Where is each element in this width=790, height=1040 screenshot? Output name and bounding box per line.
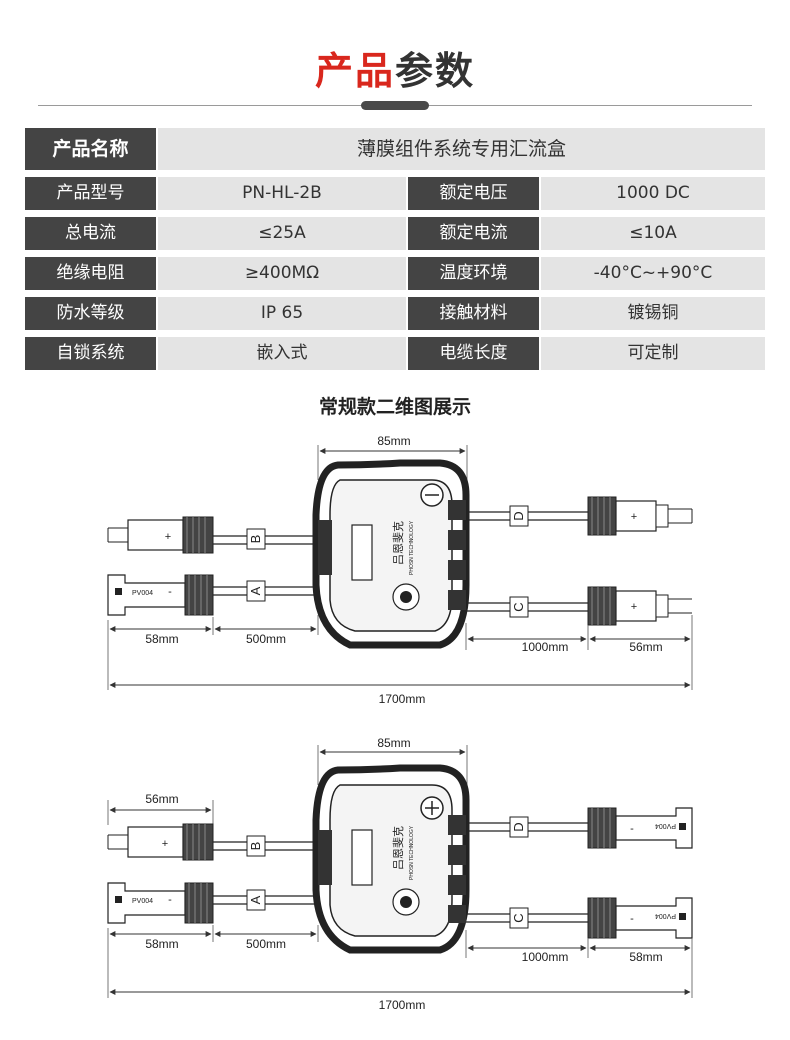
connector-right-bottom: PV004 - xyxy=(587,897,693,939)
connector-right-top: PV004 - xyxy=(587,807,693,849)
technical-drawing-minus: 85mm 吕恩斐克 PHOSN TECHNOLOGY B A D C xyxy=(107,434,693,706)
spec-label: 绝缘电阻 xyxy=(25,257,156,290)
dim-connector-right: 56mm xyxy=(629,640,662,654)
spec-label: 额定电压 xyxy=(408,177,539,210)
plus-mark: + xyxy=(631,511,637,523)
cable-label-c: C xyxy=(511,602,526,611)
spec-value: ≥400MΩ xyxy=(158,257,406,290)
minus-mark: - xyxy=(168,894,172,906)
dim-total: 1700mm xyxy=(379,692,426,706)
page-title-highlight: 产品 xyxy=(314,49,395,93)
dim-connector-left: 58mm xyxy=(145,632,178,646)
spec-row: 总电流 ≤25A 额定电流 ≤10A xyxy=(25,217,765,250)
title-divider-accent xyxy=(361,101,429,110)
logo-text: 吕恩斐克 xyxy=(392,521,405,565)
connector-mark: PV004 xyxy=(655,822,676,829)
cable-label-b: B xyxy=(248,535,263,544)
spec-value: PN-HL-2B xyxy=(158,177,406,210)
spec-value: 薄膜组件系统专用汇流盒 xyxy=(158,128,765,170)
connector-left-top: + xyxy=(107,823,214,861)
dim-cable-right: 1000mm xyxy=(522,640,569,654)
cable-label-c: C xyxy=(511,913,526,922)
spec-label: 电缆长度 xyxy=(408,337,539,370)
connector-left-bottom: PV004 - xyxy=(107,574,214,616)
logo-sub: PHOSN TECHNOLOGY xyxy=(409,520,415,575)
dim-connector-top-left: 56mm xyxy=(145,792,178,806)
box-outline xyxy=(312,459,470,649)
spec-value: ≤25A xyxy=(158,217,406,250)
spec-value: 镀锡铜 xyxy=(541,297,765,330)
spec-value: IP 65 xyxy=(158,297,406,330)
spec-label: 自锁系统 xyxy=(25,337,156,370)
spec-row: 防水等级 IP 65 接触材料 镀锡铜 xyxy=(25,297,765,330)
minus-mark: - xyxy=(630,823,634,835)
dim-cable-left: 500mm xyxy=(246,632,286,646)
dim-cable-left: 500mm xyxy=(246,937,286,951)
spec-label: 总电流 xyxy=(25,217,156,250)
plus-mark: + xyxy=(165,531,171,543)
page-title: 产品参数 xyxy=(0,40,790,95)
spec-value: ≤10A xyxy=(541,217,765,250)
cable-label-d: D xyxy=(511,822,526,831)
spec-value: 可定制 xyxy=(541,337,765,370)
spec-label: 产品型号 xyxy=(25,177,156,210)
connector-right-bottom: + xyxy=(587,586,692,626)
cable-label-a: A xyxy=(248,586,263,595)
minus-mark: - xyxy=(168,586,172,598)
connector-left-top: + xyxy=(107,516,214,554)
spec-value: -40°C~+90°C xyxy=(541,257,765,290)
dim-total: 1700mm xyxy=(379,998,426,1012)
connector-right-top: + xyxy=(587,496,693,536)
dim-connector-left: 58mm xyxy=(145,937,178,951)
dim-cable-right: 1000mm xyxy=(522,950,569,964)
spec-value: 嵌入式 xyxy=(158,337,406,370)
dim-box-width: 85mm xyxy=(377,434,410,448)
spec-row-product-name: 产品名称 薄膜组件系统专用汇流盒 xyxy=(25,128,765,170)
spec-row: 绝缘电阻 ≥400MΩ 温度环境 -40°C~+90°C xyxy=(25,257,765,290)
plus-mark: + xyxy=(162,838,168,850)
diagram-title: 常规款二维图展示 xyxy=(318,396,471,418)
spec-value: 1000 DC xyxy=(541,177,765,210)
connector-left-bottom: PV004 - xyxy=(107,882,214,924)
dim-box-width: 85mm xyxy=(377,736,410,750)
plus-mark: + xyxy=(631,601,637,613)
logo-sub: PHOSN TECHNOLOGY xyxy=(409,825,415,880)
cable-label-d: D xyxy=(511,511,526,520)
connector-mark: PV004 xyxy=(132,590,153,597)
logo-text: 吕恩斐克 xyxy=(392,826,405,870)
page-title-rest: 参数 xyxy=(395,49,476,93)
connector-mark: PV004 xyxy=(655,912,676,919)
dim-connector-right-bottom: 58mm xyxy=(629,950,662,964)
spec-label: 产品名称 xyxy=(25,128,156,170)
spec-row: 自锁系统 嵌入式 电缆长度 可定制 xyxy=(25,337,765,370)
cable-label-a: A xyxy=(248,895,263,904)
minus-mark: - xyxy=(630,913,634,925)
spec-label: 额定电流 xyxy=(408,217,539,250)
spec-label: 温度环境 xyxy=(408,257,539,290)
connector-mark: PV004 xyxy=(132,898,153,905)
box-outline xyxy=(312,764,470,954)
technical-drawing-plus: 85mm 56mm 吕恩斐克 PHOSN TECHNOLOGY B A D C xyxy=(107,736,693,1012)
spec-label: 接触材料 xyxy=(408,297,539,330)
spec-row: 产品型号 PN-HL-2B 额定电压 1000 DC xyxy=(25,177,765,210)
spec-label: 防水等级 xyxy=(25,297,156,330)
cable-label-b: B xyxy=(248,842,263,851)
